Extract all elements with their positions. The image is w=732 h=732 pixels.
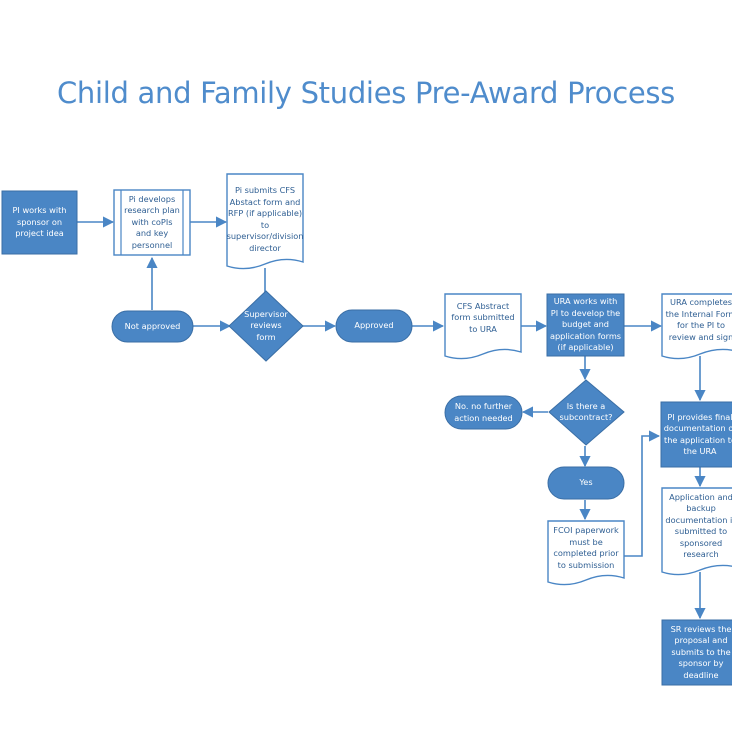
node-ura-works [546, 293, 625, 357]
label-subcontract-question: Is there a subcontract? [559, 400, 613, 423]
node-not-approved [111, 310, 194, 343]
node-supervisor-reviews [228, 290, 304, 362]
label-yes: Yes [579, 477, 593, 488]
node-cfs-abstract [444, 293, 522, 360]
node-approved [335, 309, 413, 343]
label-app-backup: Application and backup documentation is … [665, 491, 732, 560]
label-ura-works: URA works with PI to develop the budget … [549, 296, 622, 353]
node-pi-submits [226, 173, 304, 270]
node-sr-reviews [661, 619, 732, 686]
label-approved: Approved [354, 320, 394, 331]
label-not-approved: Not approved [124, 320, 181, 331]
label-ura-completes: URA completes the Internal Form for the … [665, 297, 732, 342]
label-pi-works: PI works with sponsor on project idea [12, 205, 67, 239]
node-no-action [444, 395, 523, 430]
label-supervisor-reviews: Supervisor reviews form [244, 308, 288, 342]
label-fcoi: FCOI paperwork must be completed prior t… [553, 525, 619, 570]
label-sr-reviews: SR reviews the proposal and submits to t… [670, 623, 732, 680]
node-pi-develops [113, 189, 191, 256]
node-pi-final [660, 401, 732, 468]
node-pi-works [1, 190, 78, 255]
node-subcontract-question [548, 379, 625, 446]
label-no-action: No. no further action needed [454, 401, 513, 423]
label-pi-develops: Pi develops research plan with coPIs and… [124, 193, 180, 250]
node-yes [547, 466, 625, 500]
arrow-fcoi-to-pi-final [624, 430, 661, 557]
page-title: Child and Family Studies Pre-Award Proce… [56, 76, 675, 110]
node-fcoi [547, 520, 625, 586]
label-pi-final: PI provides final documentation of the a… [663, 411, 732, 457]
label-pi-submits: Pi submits CFS Abstact form and RFP (if … [226, 185, 304, 253]
label-cfs-abstract: CFS Abstract form submitted to URA [451, 300, 515, 334]
node-app-backup [661, 487, 732, 576]
node-ura-completes [661, 293, 732, 360]
